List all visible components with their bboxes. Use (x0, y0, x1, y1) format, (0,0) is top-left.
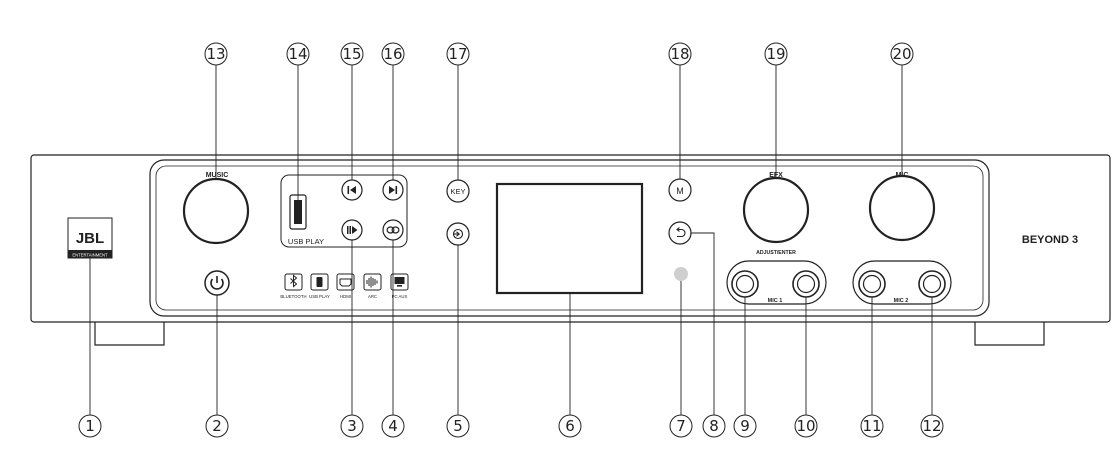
bottom-callouts: 1 2 3 4 5 6 7 8 9 10 11 12 (78, 414, 944, 438)
mic2-jack-a[interactable] (858, 270, 886, 298)
svg-text:19: 19 (766, 45, 785, 63)
back-button[interactable] (668, 221, 692, 245)
callout-1: 1 (78, 414, 102, 438)
input-button[interactable] (446, 222, 470, 246)
callout-4: 4 (381, 414, 405, 438)
svg-text:7: 7 (676, 417, 686, 435)
callout-6: 6 (558, 414, 582, 438)
music-label: MUSIC (206, 172, 229, 179)
usb-play-source-label: USB PLAY (309, 294, 330, 299)
svg-text:15: 15 (342, 45, 361, 63)
feet (94, 322, 1045, 346)
callout-18: 18 (668, 42, 692, 66)
svg-text:18: 18 (670, 45, 689, 63)
usb-play-icon[interactable] (310, 273, 329, 291)
callout-2: 2 (205, 414, 229, 438)
svg-text:11: 11 (862, 417, 881, 435)
svg-text:2: 2 (212, 417, 222, 435)
adjust-enter-label: ADJUST/ENTER (756, 250, 796, 256)
callout-3: 3 (340, 414, 364, 438)
jbl-logo: JBL ENTERTAINMENT (67, 217, 113, 259)
mic-knob[interactable] (868, 174, 936, 242)
bluetooth-icon[interactable] (284, 273, 303, 291)
display-screen (495, 182, 644, 295)
chassis (30, 154, 1111, 323)
callout-9: 9 (733, 414, 757, 438)
svg-text:17: 17 (448, 45, 467, 63)
svg-text:16: 16 (383, 45, 402, 63)
pc-aux-label: PC AUX (392, 294, 408, 299)
logo-subtext: ENTERTAINMENT (72, 253, 108, 258)
callout-19: 19 (764, 42, 788, 66)
efx-knob[interactable] (742, 176, 810, 244)
top-callouts: 13 14 15 16 17 18 19 20 (204, 42, 914, 66)
callout-16: 16 (381, 42, 405, 66)
usb-play-label: USB PLAY (288, 237, 324, 246)
play-pause-button[interactable] (341, 219, 363, 241)
ir-sensor (674, 267, 688, 281)
mic1-jack-b[interactable] (792, 270, 820, 298)
svg-text:5: 5 (453, 417, 463, 435)
callout-11: 11 (860, 414, 884, 438)
next-button[interactable] (382, 179, 404, 201)
arc-label: ARC (368, 294, 377, 299)
mic2-jack-b[interactable] (918, 270, 946, 298)
m-label: M (676, 186, 684, 196)
callout-8: 8 (702, 414, 726, 438)
callout-14: 14 (286, 42, 310, 66)
mic1-jack-a[interactable] (731, 270, 759, 298)
logo-text: JBL (76, 230, 104, 247)
callout-7: 7 (669, 414, 693, 438)
mic2-jack-panel (852, 260, 952, 305)
svg-text:20: 20 (892, 45, 911, 63)
svg-text:1: 1 (85, 417, 95, 435)
model-name: BEYOND 3 (1022, 234, 1078, 246)
callout-5: 5 (446, 414, 470, 438)
mic1-jack-panel (726, 260, 827, 305)
callout-10: 10 (794, 414, 818, 438)
arc-icon[interactable] (363, 273, 382, 291)
source-selector-icons: BLUETOOTH USB PLAY HDMI ARC PC AUX (280, 273, 409, 299)
m-button[interactable]: M (668, 178, 692, 202)
music-knob[interactable] (182, 177, 250, 245)
callout-17: 17 (446, 42, 470, 66)
svg-text:9: 9 (740, 417, 750, 435)
hdmi-label: HDMI (340, 294, 351, 299)
key-button[interactable]: KEY (446, 179, 470, 203)
pc-aux-icon[interactable] (390, 273, 409, 291)
svg-text:13: 13 (206, 45, 225, 63)
svg-text:4: 4 (388, 417, 398, 435)
svg-text:12: 12 (922, 417, 941, 435)
mic1-label: MIC 1 (768, 298, 783, 304)
mic2-label: MIC 2 (894, 298, 909, 304)
svg-text:3: 3 (347, 417, 357, 435)
bluetooth-label: BLUETOOTH (280, 294, 306, 299)
callout-15: 15 (340, 42, 364, 66)
key-label: KEY (450, 187, 465, 196)
svg-text:10: 10 (796, 417, 815, 435)
callout-12: 12 (920, 414, 944, 438)
svg-text:14: 14 (288, 45, 307, 63)
previous-button[interactable] (341, 179, 363, 201)
usb-control-group (280, 174, 408, 248)
svg-text:8: 8 (709, 417, 719, 435)
callout-13: 13 (204, 42, 228, 66)
svg-text:6: 6 (565, 417, 575, 435)
hdmi-icon[interactable] (336, 273, 355, 291)
leader-lines (89, 65, 933, 415)
power-button[interactable] (204, 270, 230, 296)
callout-20: 20 (890, 42, 914, 66)
repeat-button[interactable] (382, 219, 404, 241)
